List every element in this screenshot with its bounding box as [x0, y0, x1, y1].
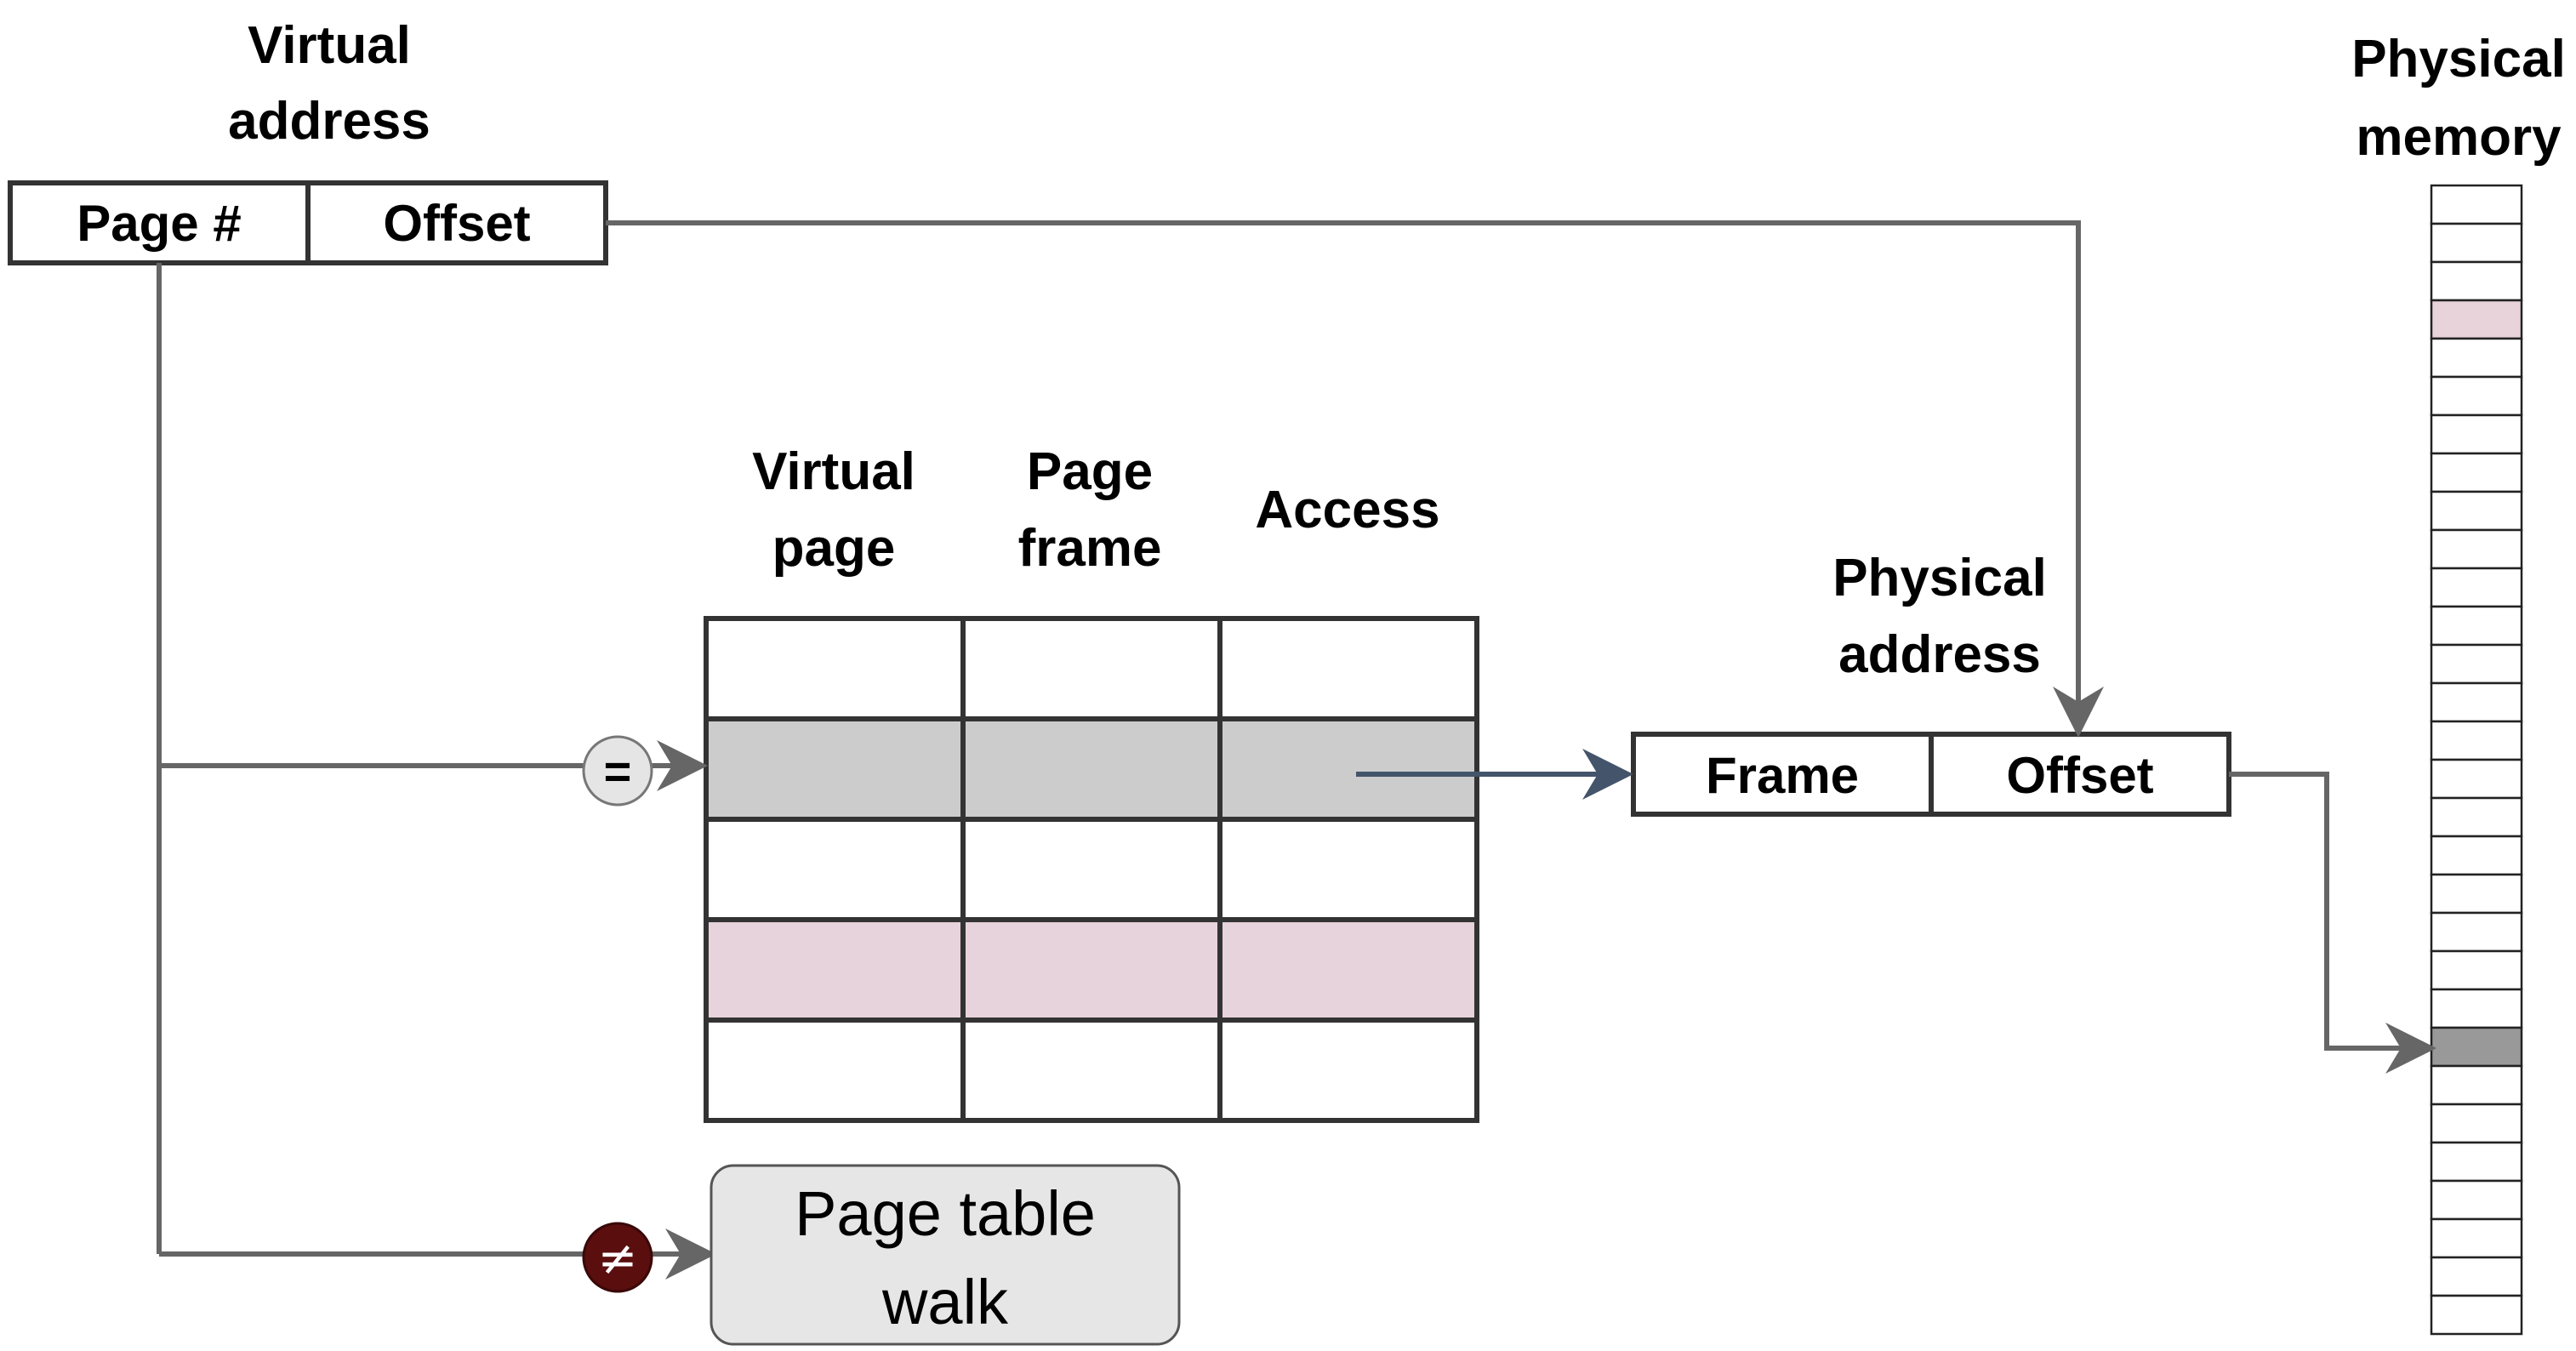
- physical-address-title-line1: Physical: [1832, 549, 2047, 607]
- tlb-table: [704, 616, 1479, 1123]
- memory-cell: [2430, 490, 2523, 532]
- tlb-cell-r2-c0: [704, 817, 966, 922]
- tlb-cell-r4-c2: [1217, 1018, 1479, 1123]
- memory-cell: [2430, 1179, 2523, 1221]
- tlb-cell-r0-c2: [1217, 616, 1479, 721]
- not-equal-node: [582, 1222, 653, 1293]
- memory-cell: [2430, 413, 2523, 455]
- memory-cell: [2430, 1256, 2523, 1297]
- virtual-address-title-line1: Virtual: [248, 16, 411, 75]
- not-equal-symbol: ≠: [598, 1231, 638, 1286]
- physical-memory-column: [2430, 184, 2523, 1336]
- memory-cell: [2430, 337, 2523, 379]
- tlb-cell-r3-c2: [1217, 917, 1479, 1023]
- tlb-cell-r2-c2: [1217, 817, 1479, 922]
- memory-cell: [2430, 873, 2523, 915]
- page-table-walk-line1: Page table: [795, 1178, 1096, 1249]
- memory-cell: [2430, 184, 2523, 225]
- memory-cell: [2430, 643, 2523, 685]
- tlb-header-page-frame-line2: frame: [1018, 519, 1162, 578]
- equal-node: [582, 735, 653, 807]
- memory-cell: [2430, 835, 2523, 876]
- memory-cell: [2430, 796, 2523, 838]
- memory-cell: [2430, 1103, 2523, 1144]
- equal-comparator: =: [582, 735, 653, 807]
- page-table-walk-line2: walk: [881, 1267, 1009, 1337]
- physical-memory-title-line2: memory: [2356, 108, 2562, 167]
- virtual-offset-field: Offset: [383, 195, 530, 252]
- memory-cell: [2430, 452, 2523, 493]
- tlb-cell-r1-c2: [1217, 716, 1479, 822]
- tlb-cell-r1-c0: [704, 716, 966, 822]
- virtual-address-box: Page # Offset: [8, 180, 608, 265]
- tlb-cell-r3-c1: [960, 917, 1222, 1023]
- frame-field: Frame: [1706, 747, 1859, 804]
- page-number-field: Page #: [77, 195, 241, 252]
- tlb-cell-r0-c1: [960, 616, 1222, 721]
- physical-offset-field: Offset: [2006, 747, 2153, 804]
- tlb-cell-r4-c0: [704, 1018, 966, 1123]
- memory-cell: [2430, 1064, 2523, 1106]
- memory-cell: [2430, 567, 2523, 608]
- equal-symbol: =: [604, 744, 632, 798]
- page-table-walk-box: Page table walk: [710, 1164, 1181, 1346]
- physical-memory-title-line1: Physical: [2351, 30, 2566, 88]
- memory-cell: [2430, 1141, 2523, 1183]
- tlb-header-page-frame-line1: Page: [1027, 442, 1153, 501]
- tlb-header-virtual-page-line1: Virtual: [752, 442, 915, 501]
- not-equal-comparator: ≠: [582, 1222, 653, 1293]
- memory-cell: [2430, 375, 2523, 417]
- memory-cell: [2430, 260, 2523, 302]
- memory-cell: [2430, 720, 2523, 761]
- tlb-cell-r2-c1: [960, 817, 1222, 922]
- memory-cell: [2430, 222, 2523, 264]
- physical-address-box: Frame Offset: [1631, 732, 2231, 817]
- memory-cell-accessed: [2430, 1026, 2523, 1068]
- memory-cell: [2430, 605, 2523, 647]
- tlb-cell-r0-c0: [704, 616, 966, 721]
- offset-passthrough-arrow: [606, 220, 2104, 738]
- memory-cell-highlighted: [2430, 299, 2523, 340]
- memory-cell: [2430, 949, 2523, 991]
- memory-cell: [2430, 988, 2523, 1029]
- tlb-cell-r4-c1: [960, 1018, 1222, 1123]
- memory-cell: [2430, 528, 2523, 570]
- memory-cell: [2430, 681, 2523, 723]
- memory-cell: [2430, 1217, 2523, 1259]
- physical-address-title-line2: address: [1838, 625, 2041, 684]
- memory-cell: [2430, 758, 2523, 800]
- memory-cell: [2430, 1294, 2523, 1336]
- virtual-address-title-line2: address: [228, 92, 430, 151]
- tlb-cell-r1-c1: [960, 716, 1222, 822]
- tlb-cell-r3-c0: [704, 917, 966, 1023]
- tlb-header-virtual-page-line2: page: [772, 519, 896, 578]
- page-table-walk-background: [710, 1164, 1181, 1346]
- memory-access-arrow: [2229, 772, 2436, 1074]
- tlb-header-access: Access: [1255, 481, 1439, 539]
- memory-cell: [2430, 911, 2523, 953]
